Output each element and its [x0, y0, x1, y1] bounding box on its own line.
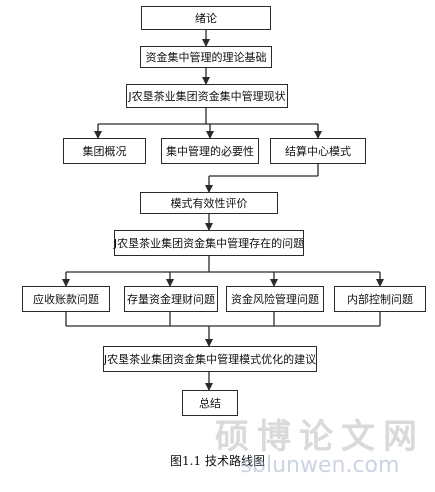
watermark: 硕博论文网 sblunwen.com	[215, 418, 425, 478]
node-current: J农垦茶业集团资金集中管理现状	[126, 84, 288, 108]
node-current-label: J农垦茶业集团资金集中管理现状	[128, 90, 286, 103]
node-theory-label: 资金集中管理的理论基础	[145, 51, 267, 64]
node-stock-capital-label: 存量资金理财问题	[127, 293, 215, 306]
node-necessity-label: 集中管理的必要性	[166, 145, 254, 158]
node-conclusion: 总结	[182, 390, 238, 416]
node-necessity: 集中管理的必要性	[161, 138, 259, 164]
node-stock-capital: 存量资金理财问题	[124, 286, 218, 312]
node-receivables: 应收账款问题	[22, 286, 110, 312]
node-internal-control: 内部控制问题	[334, 286, 426, 312]
node-problems: J农垦茶业集团资金集中管理存在的问题	[114, 230, 304, 256]
node-center-mode-label: 结算中心模式	[285, 145, 351, 158]
node-suggestions: J农垦茶业集团资金集中管理模式优化的建议	[103, 346, 317, 372]
node-suggestions-label: J农垦茶业集团资金集中管理模式优化的建议	[103, 353, 317, 366]
node-center-mode: 结算中心模式	[270, 138, 366, 164]
node-evaluation: 模式有效性评价	[140, 192, 278, 214]
node-problems-label: J农垦茶业集团资金集中管理存在的问题	[113, 237, 305, 250]
node-overview-label: 集团概况	[82, 145, 127, 158]
figure-caption: 图1.1 技术路线图	[170, 454, 265, 468]
node-conclusion-label: 总结	[199, 397, 221, 410]
node-risk-label: 资金风险管理问题	[231, 293, 319, 306]
node-evaluation-label: 模式有效性评价	[170, 197, 248, 210]
watermark-chinese: 硕博论文网	[215, 417, 425, 457]
node-theory: 资金集中管理的理论基础	[140, 46, 272, 68]
watermark-url: sblunwen.com	[240, 453, 400, 478]
node-receivables-label: 应收账款问题	[33, 293, 99, 306]
node-internal-control-label: 内部控制问题	[347, 293, 413, 306]
node-intro: 绪论	[141, 6, 271, 30]
node-overview: 集团概况	[63, 138, 146, 164]
node-risk: 资金风险管理问题	[226, 286, 324, 312]
node-intro-label: 绪论	[195, 12, 217, 25]
